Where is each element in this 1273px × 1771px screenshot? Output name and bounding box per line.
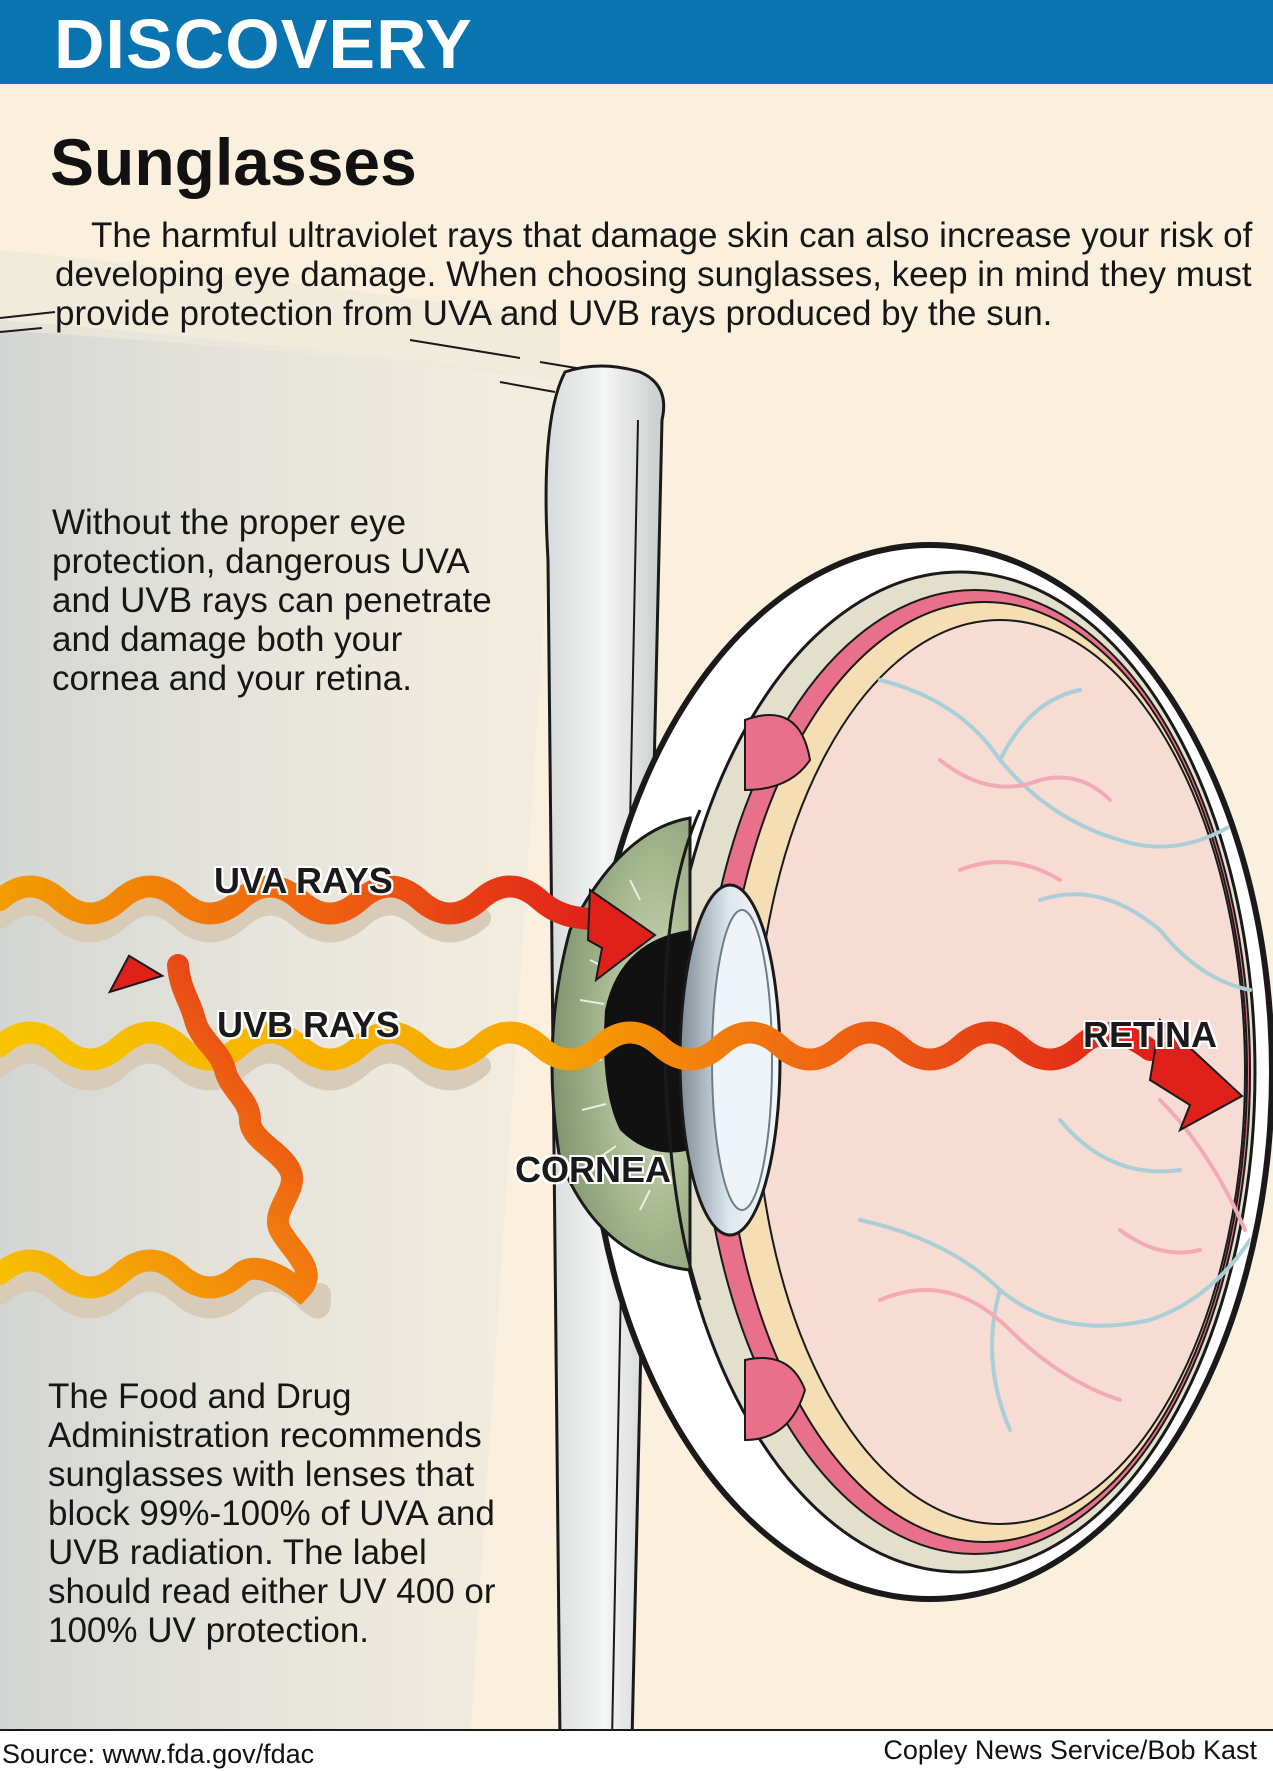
eyeball (550, 542, 1273, 1602)
intro-paragraph: The harmful ultraviolet rays that damage… (55, 216, 1253, 333)
footer-background (0, 1731, 1273, 1771)
uva-ray (0, 875, 611, 931)
eye-protection-paragraph: Without the proper eye protection, dange… (52, 503, 492, 698)
iris-fibers (578, 879, 651, 1211)
glare-lines (0, 311, 601, 393)
blood-vessels (858, 678, 1252, 1432)
retina-label: RETINA (1083, 1014, 1217, 1055)
uvb-rays-label: UVB RAYS (217, 1004, 400, 1045)
uva-rays-label: UVA RAYS (214, 860, 393, 901)
source-credit: Source: www.fda.gov/fdac (2, 1739, 315, 1769)
bounce-ray (0, 954, 318, 1305)
fda-recommendation-paragraph: The Food and Drug Administration recomme… (48, 1377, 496, 1650)
uvb-ray (0, 1021, 1161, 1071)
uva-arrowhead (586, 888, 657, 983)
uvb-arrowhead (1148, 1018, 1244, 1133)
banner-background (0, 0, 1273, 84)
cornea-label: CORNEA (515, 1149, 672, 1190)
author-credit: Copley News Service/Bob Kast (883, 1735, 1257, 1765)
bounce-arrowhead (107, 954, 165, 994)
lens-haze-upper (0, 250, 560, 380)
banner-title: DISCOVERY (54, 5, 473, 83)
page-title: Sunglasses (50, 125, 417, 199)
